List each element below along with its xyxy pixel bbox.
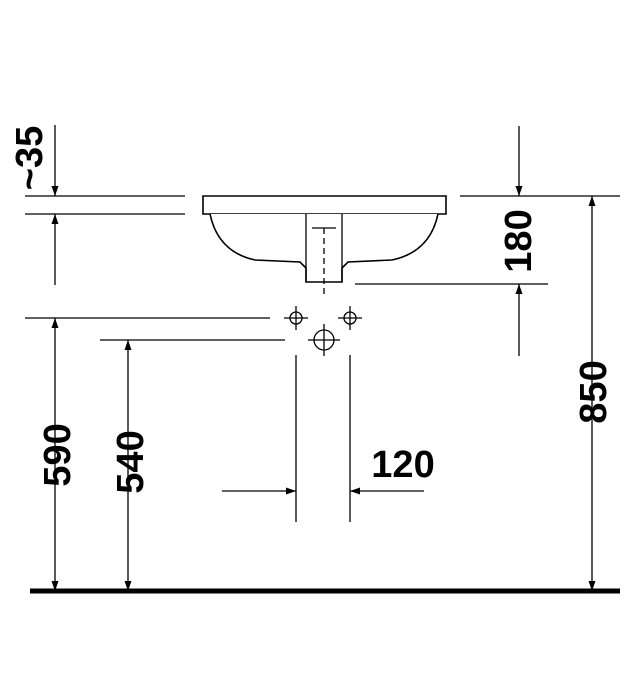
dim-top-gap-label: ~35: [9, 126, 51, 190]
dim-supply-height-label: 590: [37, 423, 79, 486]
dim-supply-spacing: 120: [222, 444, 435, 495]
dim-supply-height: 590: [37, 318, 79, 591]
dim-top-gap: ~35: [9, 125, 59, 285]
supply-connection-left: [284, 306, 308, 330]
basin-outline: [202, 195, 447, 295]
drain-connection: [308, 324, 340, 356]
dim-total-height-label: 850: [573, 360, 615, 423]
dim-total-height: 850: [573, 196, 615, 591]
dim-drain-height-label: 540: [110, 430, 152, 493]
dim-drain-height: 540: [110, 340, 152, 591]
supply-connection-right: [338, 306, 362, 330]
dim-basin-depth: 180: [498, 126, 540, 356]
dim-supply-spacing-label: 120: [371, 444, 434, 486]
dim-basin-depth-label: 180: [498, 209, 540, 272]
